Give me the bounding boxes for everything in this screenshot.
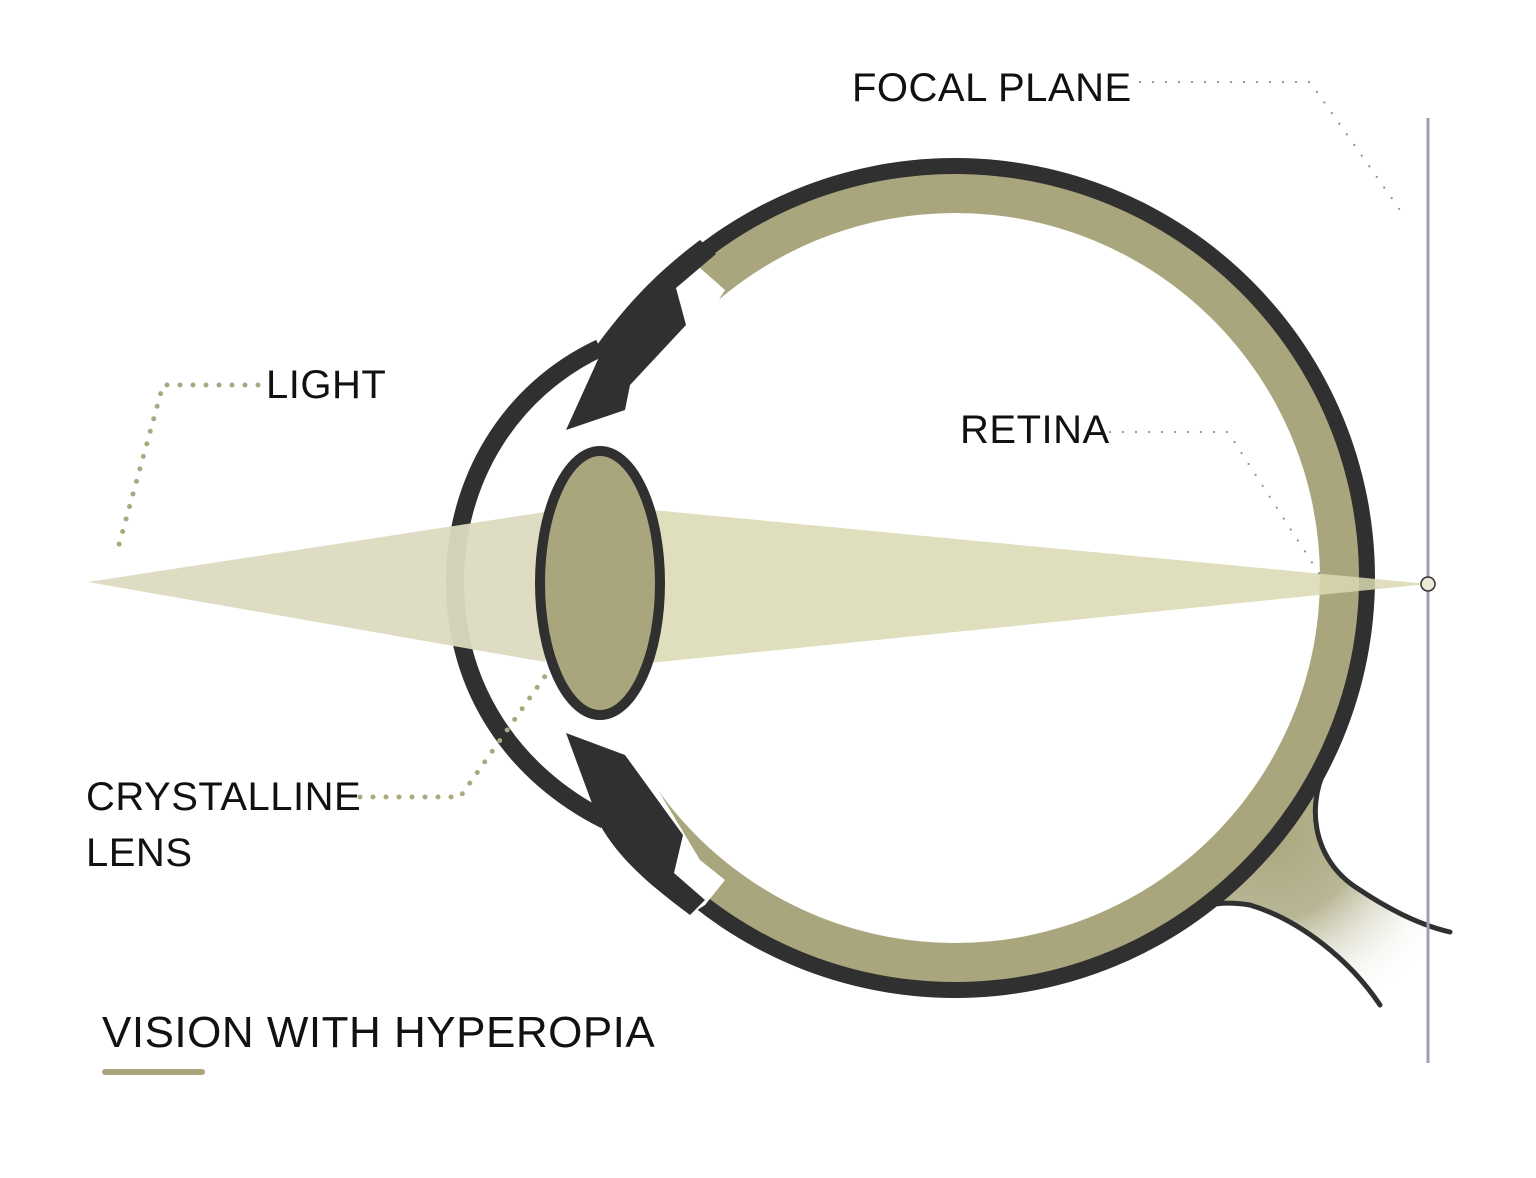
crystalline-lens-label-line1: CRYSTALLINE <box>86 775 361 819</box>
leader-retina <box>1108 430 1324 580</box>
crystalline-lens <box>535 446 665 720</box>
leader-light <box>114 382 261 555</box>
sclera-front-upper <box>566 240 716 430</box>
leader-focal-plane <box>1138 80 1402 212</box>
light-beam-refracted <box>600 505 1428 668</box>
light-beam-incoming <box>88 512 545 662</box>
light-label: LIGHT <box>266 363 386 407</box>
retina-label: RETINA <box>960 408 1110 452</box>
diagram-title: VISION WITH HYPEROPIA <box>102 1008 655 1057</box>
crystalline-lens-label-line2: LENS <box>86 831 193 875</box>
focal-point <box>1420 576 1436 592</box>
title-underline <box>102 1069 205 1075</box>
focal-plane-label: FOCAL PLANE <box>852 66 1132 110</box>
sclera-front-lower <box>566 733 705 915</box>
